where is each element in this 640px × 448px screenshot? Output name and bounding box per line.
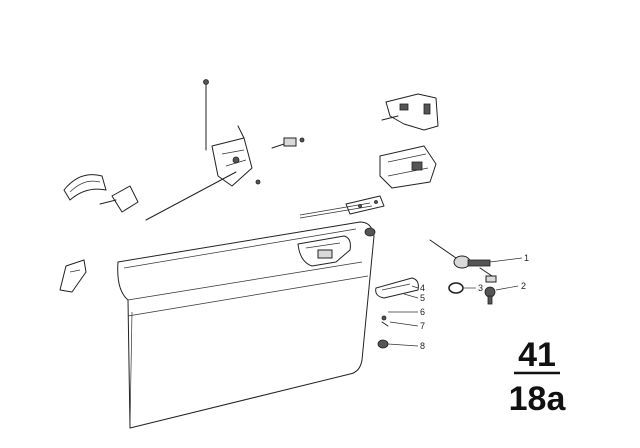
callout-8: 8	[420, 341, 425, 351]
door-panel	[117, 202, 375, 429]
door-grommet	[364, 227, 376, 237]
callout-4: 4	[420, 283, 425, 293]
lock-housing	[379, 145, 437, 189]
callout-1: 1	[524, 253, 529, 263]
ring-washer	[448, 282, 464, 294]
handle-recess	[297, 235, 351, 267]
reference-group: 41	[518, 336, 556, 374]
reference-page: 18a	[509, 380, 567, 418]
small-latch-parts	[271, 137, 305, 149]
reference-number: 41 18a	[509, 336, 567, 418]
callout-5: 5	[420, 293, 425, 303]
grommet	[377, 339, 389, 349]
leader-lines	[387, 257, 523, 347]
callout-7: 7	[420, 321, 425, 331]
outer-handle-left	[63, 174, 139, 213]
door-top-bracket	[345, 195, 385, 215]
callout-2: 2	[521, 281, 526, 291]
screws	[381, 315, 389, 327]
lock-cylinder	[429, 239, 497, 305]
striker-plate	[381, 93, 439, 131]
lock-mechanism	[145, 79, 261, 221]
callout-6: 6	[420, 307, 425, 317]
interior-handle	[375, 277, 419, 299]
callout-3: 3	[478, 283, 483, 293]
side-bracket	[59, 259, 87, 293]
